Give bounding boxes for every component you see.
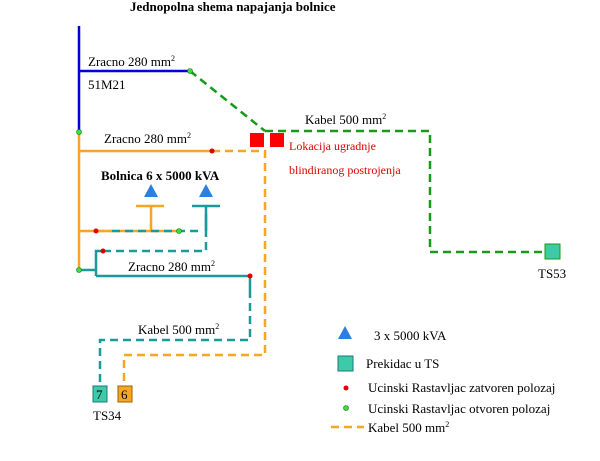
- bolnica-label: Bolnica 6 x 5000 kVA: [101, 168, 220, 183]
- cable-ts34-orange: [96, 149, 267, 385]
- zracno-mid-label: Zracno 280 mm2: [104, 131, 191, 146]
- location-label-line2: blindiranog postrojenja: [289, 163, 401, 177]
- legend-open-label: Ucinski Rastavljac otvoren polozaj: [368, 401, 550, 416]
- kabel-ts53-label: Kabel 500 mm2: [305, 112, 386, 127]
- ts34-box-6-label: 6: [121, 387, 128, 402]
- open-switch-icon: [176, 228, 182, 234]
- teal-line: [79, 204, 252, 290]
- closed-switch-icon: [100, 248, 106, 254]
- location-label-line1: Lokacija ugradnje: [289, 139, 376, 153]
- transformer-icon: [144, 184, 158, 197]
- diagram-title: Jednopolna shema napajanja bolnice: [130, 0, 336, 14]
- feeder-51m21-label: 51M21: [88, 77, 126, 92]
- ts34-box-7: [92, 385, 108, 403]
- kabel-ts34-label: Kabel 500 mm2: [138, 322, 219, 337]
- zracno-low-label: Zracno 280 mm2: [128, 259, 215, 274]
- open-switch-icon: [76, 267, 82, 273]
- ts53-switch-box: [544, 243, 561, 260]
- ts34-box-7-label: 7: [96, 387, 103, 402]
- open-switch-icon: [187, 68, 193, 74]
- closed-switch-icon: [209, 148, 215, 154]
- legend-switch-ts-icon: [337, 355, 354, 372]
- legend-transformer-label: 3 x 5000 kVA: [374, 328, 447, 343]
- legend-cable-label: Kabel 500 mm2: [368, 420, 449, 435]
- zracno-top-label: Zracno 280 mm2: [88, 54, 175, 69]
- feeder-51m21-line: [77, 26, 190, 132]
- legend-open-icon: [343, 405, 349, 411]
- legend: 3 x 5000 kVA Prekidac u TS Ucinski Rasta…: [331, 326, 555, 435]
- cable-ts53-line: [189, 70, 545, 254]
- transformer-icon: [199, 184, 213, 197]
- location-box-2: [270, 133, 284, 147]
- ts34-box-6: [117, 385, 133, 403]
- open-switch-icon: [76, 129, 82, 135]
- legend-switch-ts-label: Prekidac u TS: [366, 356, 439, 371]
- closed-switch-icon: [93, 228, 99, 234]
- ts34-label: TS34: [93, 408, 122, 423]
- cable-ts34-teal: [98, 229, 252, 385]
- closed-switch-icon: [247, 273, 253, 279]
- legend-closed-label: Ucinski Rastavljac zatvoren polozaj: [368, 380, 555, 395]
- legend-transformer-icon: [338, 326, 352, 339]
- ts53-label: TS53: [538, 266, 566, 281]
- orange-busbar: [77, 132, 212, 270]
- location-box-1: [250, 133, 264, 147]
- legend-closed-icon: [343, 385, 349, 391]
